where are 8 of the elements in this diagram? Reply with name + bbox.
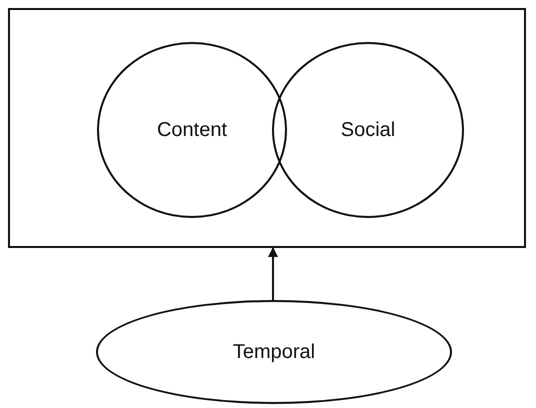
ellipse [272, 42, 464, 218]
ellipse [96, 300, 452, 404]
ellipse [97, 42, 287, 218]
node-label: Social [340, 118, 396, 142]
node-label: Temporal [232, 340, 316, 364]
node-label: Content [156, 118, 228, 142]
arrow [268, 247, 278, 300]
frame-box [8, 8, 526, 248]
